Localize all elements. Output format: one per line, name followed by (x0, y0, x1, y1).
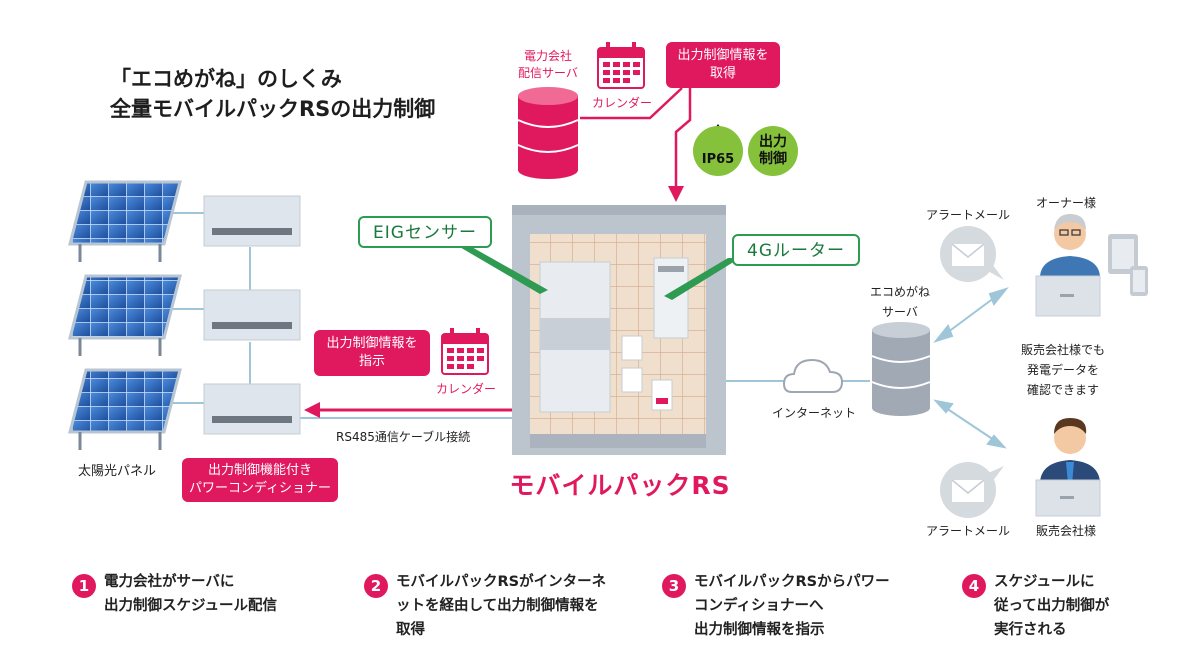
output-badge-line-1: 出力 (759, 134, 787, 150)
tablet-icon (1108, 234, 1138, 274)
server-callout-line-2: 取得 (709, 66, 736, 81)
solar-panel-2-icon (68, 274, 182, 356)
ecomegane-server-label: エコめがね サーバ (860, 282, 940, 322)
owner-label: オーナー様 (1036, 196, 1097, 210)
instruction-callout-line-2: 指示 (358, 354, 385, 369)
cloud-icon (782, 358, 844, 393)
step-4-text: スケジュールに 従って出力制御が 実行される (994, 574, 1110, 638)
title-line-2: 全量モバイルパックRSの出力制御 (110, 97, 436, 121)
server-down-arrow (668, 186, 684, 202)
mail-icon-top (940, 226, 1004, 282)
server-callout-line-1: 出力制御情報を (677, 48, 769, 63)
step-1-number: 1 (72, 574, 96, 598)
pcs-callout-line-2: パワーコンディショナー (188, 481, 332, 496)
connection-lines (168, 212, 870, 419)
cabinet-title: モバイルパックRS (509, 471, 731, 500)
step-4-number: 4 (962, 574, 986, 598)
output-control-badge: 出力 制御 (748, 126, 798, 176)
calendar-icon-bottom (441, 328, 489, 375)
step-3-text: モバイルパックRSからパワー コンディショナーへ 出力制御情報を指示 (694, 574, 890, 638)
solar-panel-3-icon (68, 368, 182, 450)
title-line-1: 「エコめがね」のしくみ (110, 67, 342, 91)
cable-label: RS485通信ケーブル接続 (336, 430, 471, 444)
dealer-note-line-2: 発電データを (1026, 363, 1099, 377)
step-2-number: 2 (364, 574, 388, 598)
power-server-label-line-2: 配信サーバ (518, 66, 578, 80)
instruction-callout: 出力制御情報を 指示 (314, 330, 430, 376)
alert-mail-label-top: アラートメール (926, 208, 1011, 222)
server-callout-lines (580, 87, 692, 188)
solar-panel-label: 太陽光パネル (78, 464, 157, 479)
power-conditioner-3-icon (203, 383, 301, 435)
phone-icon (1130, 266, 1148, 296)
calendar-label-top: カレンダー (592, 96, 653, 110)
dealer-label: 販売会社様 (1036, 524, 1097, 538)
router-label: 4Gルーター (732, 234, 860, 266)
user-arrows (933, 287, 1009, 449)
dealer-note-line-3: 確認できます (1026, 383, 1099, 397)
instruction-callout-line-1: 出力制御情報を (326, 336, 418, 351)
output-badge-line-2: 制御 (759, 151, 787, 167)
ip65-badge-text: IP65 (701, 152, 735, 167)
calendar-label-bottom: カレンダー (436, 382, 497, 396)
ecomegane-server-label-line-1: エコめがね (869, 285, 930, 299)
ecomegane-server-icon (871, 322, 931, 416)
ecomegane-server-label-line-2: サーバ (882, 305, 918, 319)
instruction-arrow (304, 402, 518, 418)
pcs-callout: 出力制御機能付き パワーコンディショナー (182, 458, 338, 502)
step-2-text: モバイルパックRSがインターネ ットを経由して出力制御情報を 取得 (396, 574, 607, 638)
owner-person-icon (1035, 214, 1101, 317)
green-pointers (458, 246, 740, 300)
ip65-badge: IP65 (693, 126, 743, 176)
dealer-person-icon (1035, 418, 1101, 517)
power-conditioner-1-icon (203, 195, 301, 247)
eig-sensor-label: EIGセンサー (358, 216, 492, 248)
page-title: 「エコめがね」のしくみ 全量モバイルパックRSの出力制御 (110, 64, 435, 124)
alert-mail-label-bottom: アラートメール (926, 524, 1011, 538)
power-conditioner-2-icon (203, 289, 301, 341)
step-3-number: 3 (662, 574, 686, 598)
power-server-label: 電力会社 配信サーバ (508, 48, 588, 82)
mail-icon-bottom (940, 462, 1004, 518)
step-1-text: 電力会社がサーバに 出力制御スケジュール配信 (104, 574, 277, 614)
internet-label: インターネット (772, 406, 857, 420)
mobile-pack-cabinet-icon (512, 205, 726, 455)
power-server-label-line-1: 電力会社 (523, 49, 572, 63)
server-callout: 出力制御情報を 取得 (666, 42, 780, 88)
dealer-note: 販売会社様でも 発電データを 確認できます (1000, 340, 1126, 400)
pcs-callout-line-1: 出力制御機能付き (207, 463, 312, 478)
power-server-icon (517, 87, 579, 179)
dealer-note-line-1: 販売会社様でも (1020, 343, 1105, 357)
solar-panel-1-icon (68, 180, 182, 262)
calendar-icon-top (597, 42, 645, 89)
